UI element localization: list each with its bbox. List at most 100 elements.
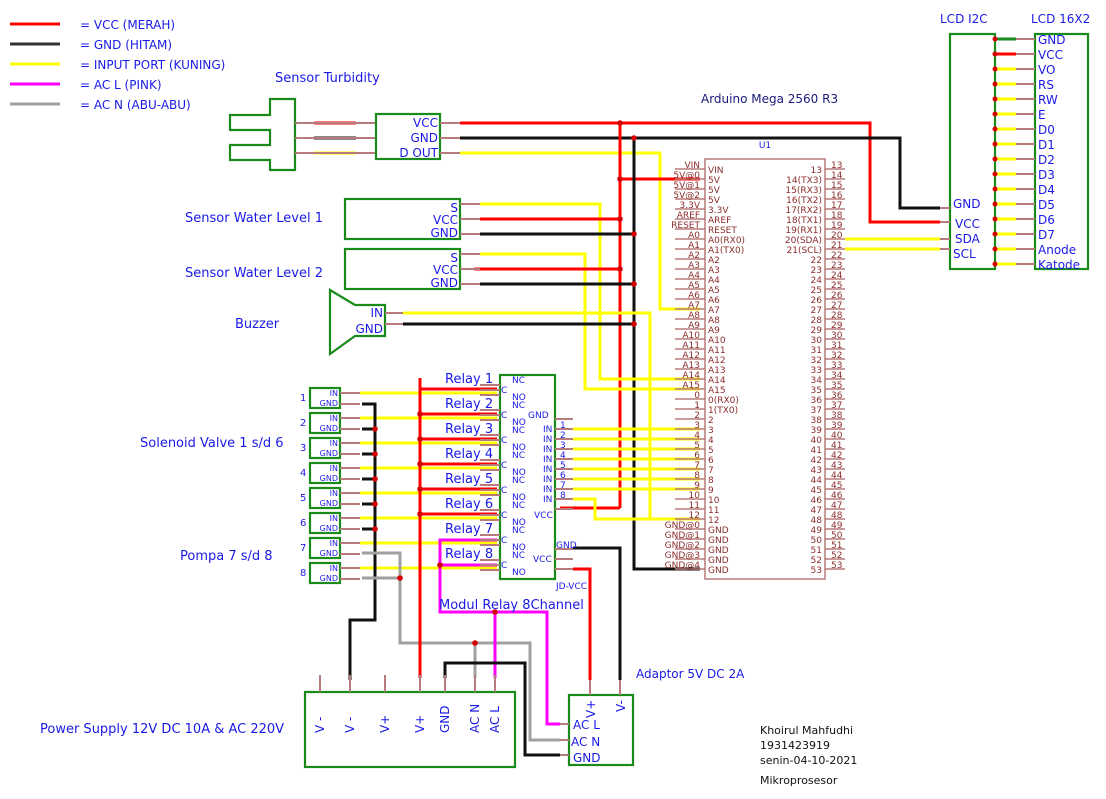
sensor-water-level-2[interactable]: Sensor Water Level 2 S VCC GND: [185, 247, 480, 291]
buzzer[interactable]: Buzzer IN GND: [235, 288, 403, 357]
sensor-turbidity[interactable]: Sensor Turbidity VCC GND D OUT: [228, 71, 460, 172]
lcd-i2c[interactable]: LCD I2C GND VCC SDA SCL: [940, 12, 997, 271]
lcd-16x2[interactable]: LCD 16X2 GNDVCCVORSRWED0D1D2D3D4D5D6D7An…: [992, 12, 1091, 272]
sensor-water-level-1[interactable]: Sensor Water Level 1 S VCC GND: [185, 197, 480, 241]
adaptor[interactable]: V+ V- AC L AC N GND Adaptor 5V DC 2A: [560, 667, 745, 767]
